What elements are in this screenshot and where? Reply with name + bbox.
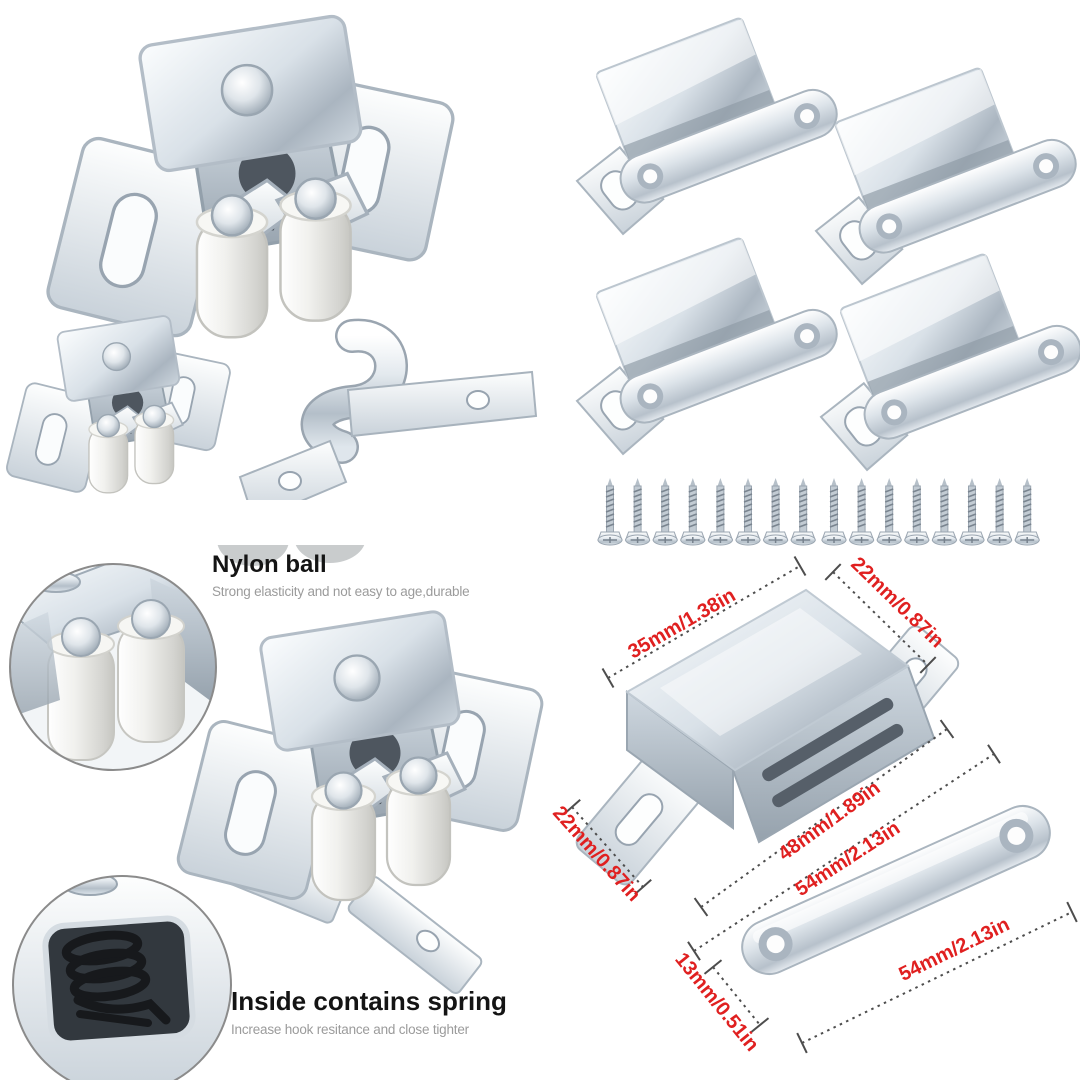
magnetic-catch-icon-2 [781, 46, 1080, 294]
magnetic-catch-icon-3 [542, 216, 852, 464]
screws-row-icon [597, 477, 1040, 546]
spring-title: Inside contains spring [231, 986, 507, 1016]
magnetic-catch-diagram-icon [575, 588, 960, 886]
strike-plate-icon [741, 805, 1051, 975]
dim-label-plate-length: 54mm/2.13in [896, 913, 1014, 985]
nylon-ball-callout: Nylon ball Strong elasticity and not eas… [212, 551, 470, 600]
roller-catch-small-icon [4, 314, 233, 495]
roller-catch-large-icon [42, 12, 458, 341]
cropped-roller-shapes [200, 500, 380, 566]
nylon-ball-inset [9, 563, 217, 771]
spring-description: Increase hook resitance and close tighte… [231, 1022, 469, 1038]
magnetic-catch-icon-4 [786, 232, 1080, 480]
nylon-ball-title: Nylon ball [212, 551, 327, 578]
spring-clip-icon [238, 318, 538, 523]
nylon-ball-description: Strong elasticity and not easy to age,du… [212, 584, 470, 600]
roller-catch-main-icon [173, 608, 547, 995]
spring-callout: Inside contains spring Increase hook res… [231, 986, 507, 1038]
spring-inset [12, 875, 232, 1080]
magnetic-catch-icon-1 [542, 0, 852, 244]
